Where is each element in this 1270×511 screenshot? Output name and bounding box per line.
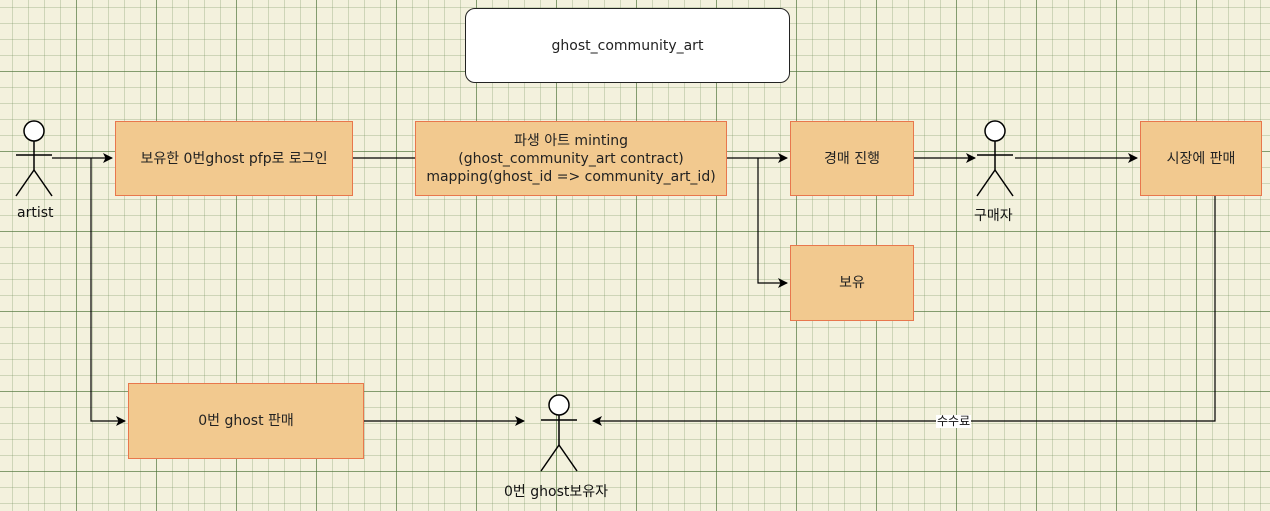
actor-artist-label: artist	[17, 205, 54, 221]
login-box-text: 보유한 0번ghost pfp로 로그인	[140, 150, 328, 167]
actor-buyer-label: 구매자	[974, 208, 1013, 224]
hold-box-text: 보유	[839, 275, 865, 291]
login-box[interactable]: 보유한 0번ghost pfp로 로그인	[115, 121, 353, 196]
diagram-title[interactable]: ghost_community_art	[465, 8, 790, 83]
ghost-sale-box-text: 0번 ghost 판매	[198, 413, 294, 429]
edge-minting-to-hold[interactable]	[757, 158, 788, 288]
auction-box[interactable]: 경매 진행	[790, 121, 914, 196]
fee-edge-label: 수수료	[936, 414, 972, 428]
market-sale-box-text: 시장에 판매	[1166, 150, 1236, 167]
minting-box-line-2: (ghost_community_art contract)	[458, 150, 684, 167]
actor-artist-figure[interactable]	[15, 120, 53, 197]
actor-buyer-figure[interactable]	[976, 120, 1014, 197]
actor-owner-figure[interactable]	[540, 394, 578, 472]
actor-owner-label: 0번 ghost보유자	[504, 484, 608, 500]
minting-box-line-1: 파생 아트 minting	[514, 132, 628, 149]
edge-artist-to-ghost-sale[interactable]	[90, 158, 126, 426]
diagram-title-text: ghost_community_art	[551, 37, 704, 54]
minting-box-line-3: mapping(ghost_id => community_art_id)	[426, 168, 716, 185]
auction-box-text: 경매 진행	[824, 150, 880, 167]
minting-box[interactable]: 파생 아트 minting (ghost_community_art contr…	[415, 121, 727, 196]
ghost-sale-box[interactable]: 0번 ghost 판매	[128, 383, 364, 459]
edge-market-sale-to-owner[interactable]	[592, 196, 1216, 426]
market-sale-box[interactable]: 시장에 판매	[1140, 121, 1262, 196]
hold-box[interactable]: 보유	[790, 245, 914, 321]
